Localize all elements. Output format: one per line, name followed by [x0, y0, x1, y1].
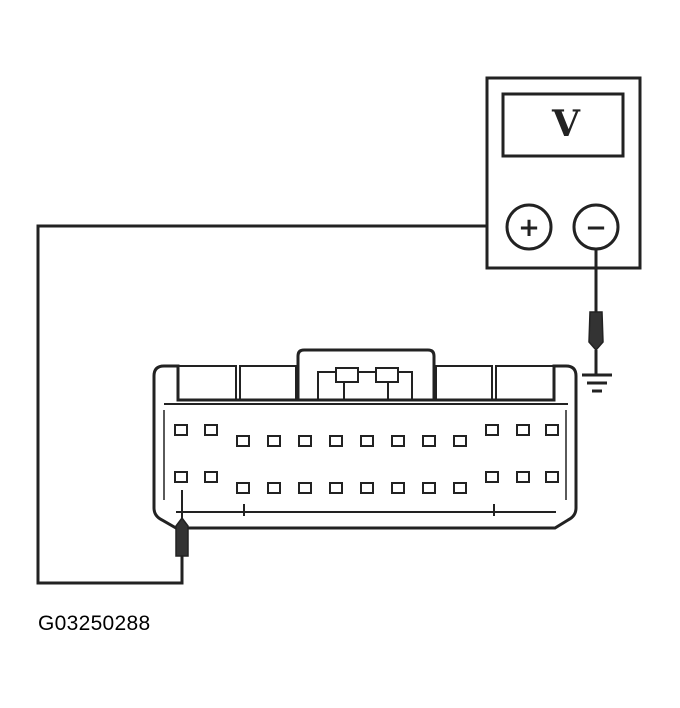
negative-lead — [588, 249, 604, 374]
positive-terminal-symbol: + — [518, 213, 540, 243]
connector-pin — [236, 435, 250, 447]
connector-pin — [453, 435, 467, 447]
connector-pin — [236, 482, 250, 494]
connector-pins — [174, 424, 559, 494]
multimeter: V + − — [485, 76, 642, 270]
meter-display — [501, 92, 625, 158]
connector-pin — [545, 471, 559, 483]
positive-terminal — [505, 203, 553, 251]
negative-probe-icon — [588, 311, 604, 352]
connector-pin — [422, 435, 436, 447]
connector-pin — [204, 471, 218, 483]
meter-display-label: V — [551, 103, 581, 145]
ground-symbol-icon — [582, 373, 612, 393]
connector-body — [152, 364, 578, 530]
positive-probe-icon — [175, 516, 189, 557]
negative-terminal-symbol: − — [585, 213, 607, 243]
connector-pin — [329, 482, 343, 494]
connector-pin — [516, 424, 530, 436]
connector-pin — [267, 482, 281, 494]
connector-pin — [329, 435, 343, 447]
connector-pin — [485, 424, 499, 436]
connector-pin — [174, 471, 188, 483]
connector-pin — [545, 424, 559, 436]
positive-lead-wire — [36, 224, 508, 585]
connector-pin — [422, 482, 436, 494]
connector-pin — [204, 424, 218, 436]
connector-pin — [174, 424, 188, 436]
connector-pin — [391, 435, 405, 447]
connector-pin — [267, 435, 281, 447]
connector-pin — [453, 482, 467, 494]
connector-pin — [485, 471, 499, 483]
connector-pin — [360, 482, 374, 494]
wiring-connector — [152, 348, 578, 530]
connector-pin — [516, 471, 530, 483]
connector-pin — [360, 435, 374, 447]
figure-id: G03250288 — [38, 612, 151, 635]
connector-pin — [298, 482, 312, 494]
connector-latch — [296, 348, 436, 400]
connector-pin — [391, 482, 405, 494]
connector-pin — [298, 435, 312, 447]
